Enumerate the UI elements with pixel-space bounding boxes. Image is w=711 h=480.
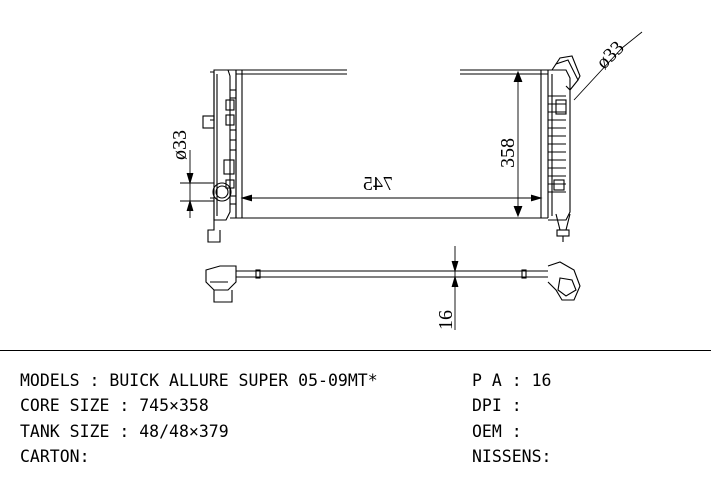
spec-nissens: NISSENS: bbox=[472, 447, 551, 467]
dimension-left-pipe-diameter bbox=[180, 150, 214, 218]
right-tank bbox=[548, 55, 581, 242]
spec-tank-size: TANK SIZE : 48/48×379 bbox=[20, 422, 229, 442]
dimension-label-height: 358 bbox=[497, 138, 519, 168]
radiator-drawing: ø33 ø33 358 745 16 bbox=[169, 31, 643, 330]
section-divider bbox=[0, 350, 711, 351]
spec-separator: : bbox=[501, 371, 532, 390]
spec-label: CARTON bbox=[20, 447, 80, 466]
spec-label: OEM bbox=[472, 422, 502, 441]
spec-separator: : bbox=[501, 422, 532, 441]
spec-separator: : bbox=[501, 396, 532, 415]
spec-value: 16 bbox=[531, 371, 552, 390]
dimension-right-pipe-diameter bbox=[573, 31, 643, 101]
dimension-label-left-diameter: ø33 bbox=[169, 130, 191, 160]
spec-value: BUICK ALLURE SUPER 05-09MT* bbox=[109, 371, 378, 390]
spec-label: CORE SIZE bbox=[20, 396, 110, 415]
spec-value: 745×358 bbox=[139, 396, 209, 415]
spec-separator: : bbox=[541, 447, 552, 466]
radiator-front-view bbox=[202, 55, 581, 243]
spec-dpi: DPI : bbox=[472, 396, 532, 416]
spec-separator: : bbox=[109, 422, 140, 441]
left-tank bbox=[202, 69, 237, 243]
spec-label: MODELS bbox=[20, 371, 80, 390]
dimension-core-width bbox=[240, 194, 543, 202]
spec-label: TANK SIZE bbox=[20, 422, 110, 441]
radiator-bottom-view bbox=[205, 261, 581, 303]
spec-label: NISSENS bbox=[472, 447, 542, 466]
spec-oem: OEM : bbox=[472, 422, 532, 442]
dimension-thickness bbox=[447, 246, 463, 330]
spec-carton: CARTON: bbox=[20, 447, 90, 467]
spec-separator: : bbox=[109, 396, 140, 415]
spec-separator: : bbox=[79, 447, 90, 466]
dimension-label-right-diameter: ø33 bbox=[592, 37, 629, 74]
spec-pa: P A : 16 bbox=[472, 371, 552, 391]
dimension-core-height bbox=[513, 70, 523, 218]
spec-value: 48/48×379 bbox=[139, 422, 229, 441]
spec-models: MODELS : BUICK ALLURE SUPER 05-09MT* bbox=[20, 371, 378, 391]
spec-label: P A bbox=[472, 371, 502, 390]
dimension-label-width: 745 bbox=[363, 173, 393, 195]
spec-separator: : bbox=[79, 371, 110, 390]
spec-label: DPI bbox=[472, 396, 502, 415]
spec-core-size: CORE SIZE : 745×358 bbox=[20, 396, 209, 416]
dimension-label-thickness: 16 bbox=[435, 310, 457, 330]
